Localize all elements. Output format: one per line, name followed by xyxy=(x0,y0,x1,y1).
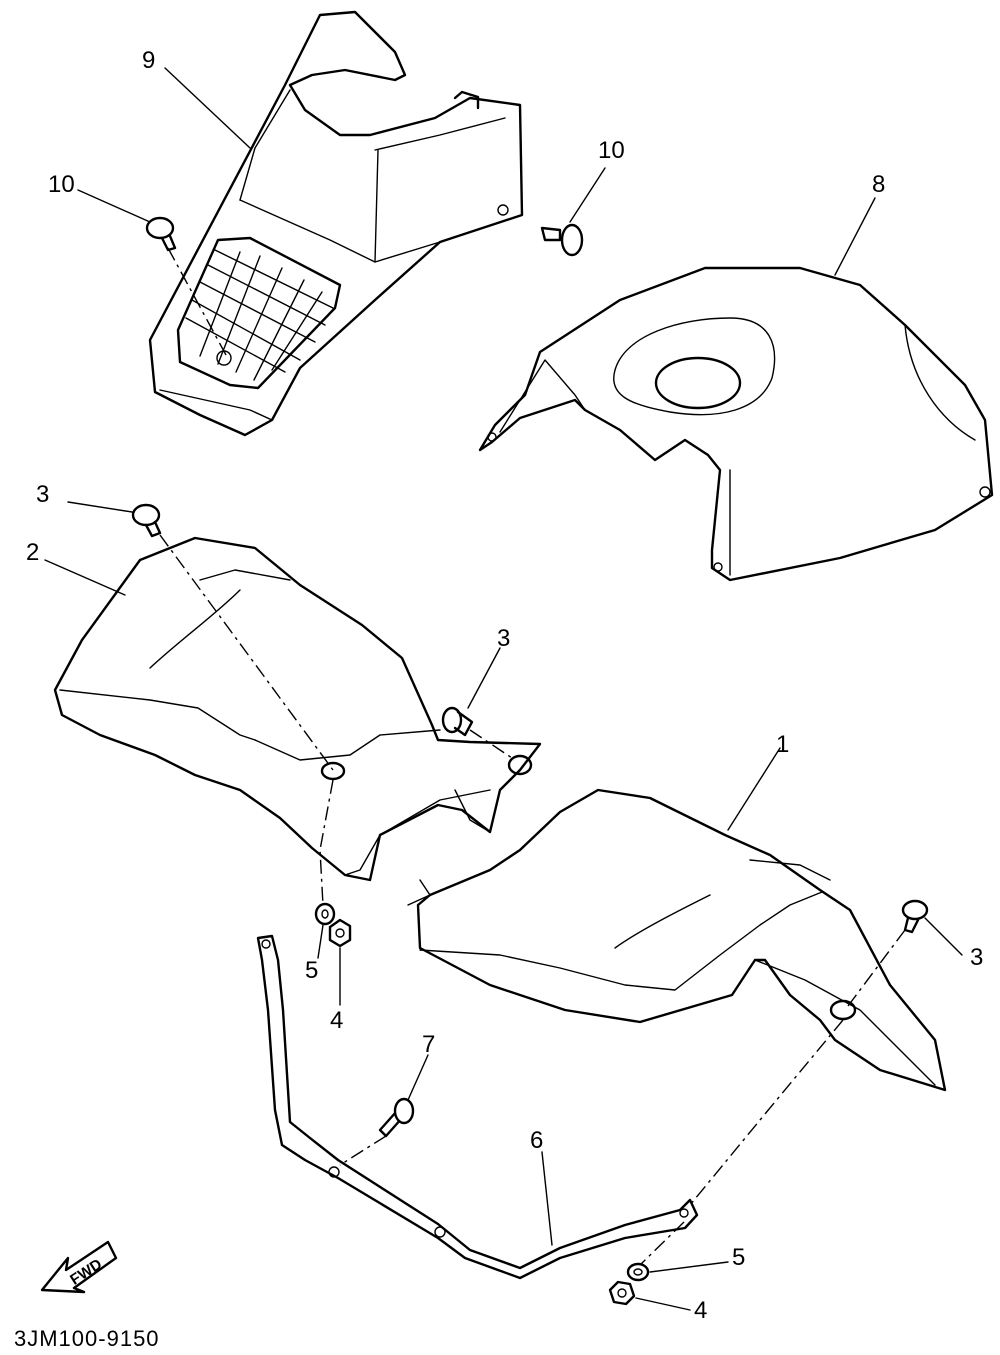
bolt-3-right xyxy=(901,899,929,934)
callout-6: 6 xyxy=(530,1127,543,1154)
callout-5-right: 5 xyxy=(732,1244,745,1271)
drawing-code: 3JM100-9150 xyxy=(14,1326,160,1351)
part-6-stay-bracket xyxy=(256,934,699,1280)
assembly-lines xyxy=(44,67,963,1311)
callout-8: 8 xyxy=(872,171,885,198)
nut-4-right xyxy=(608,1280,636,1306)
washer-5-left xyxy=(314,902,336,926)
callout-3-top-left: 3 xyxy=(36,481,49,508)
mesh-grill xyxy=(176,236,342,390)
part-9-headlight-cover xyxy=(148,10,524,437)
callout-7: 7 xyxy=(422,1031,435,1058)
callout-1: 1 xyxy=(776,731,789,758)
callouts: 9 10 10 8 3 2 3 1 3 5 4 7 6 5 4 xyxy=(26,47,983,1324)
callout-3-middle: 3 xyxy=(497,625,510,652)
callout-10-left: 10 xyxy=(48,171,75,198)
fwd-arrow-icon: FWD xyxy=(40,1240,118,1294)
callout-4-left: 4 xyxy=(330,1007,343,1034)
nut-4-left xyxy=(328,918,352,948)
bolt-7 xyxy=(378,1097,415,1138)
callout-4-right: 4 xyxy=(694,1297,707,1324)
bolt-10-right xyxy=(540,223,584,257)
washer-5-right xyxy=(626,1262,650,1282)
callout-5-left: 5 xyxy=(305,957,318,984)
callout-9: 9 xyxy=(142,47,155,74)
bolt-3-middle xyxy=(441,706,474,737)
callout-10-right: 10 xyxy=(598,137,625,164)
bolt-3-top-left xyxy=(131,503,162,538)
callout-3-right: 3 xyxy=(970,944,983,971)
part-1-rear-fender xyxy=(407,788,947,1092)
bolt-10-left xyxy=(145,216,177,252)
part-8-tank-cover xyxy=(478,266,994,582)
callout-2: 2 xyxy=(26,539,39,566)
part-2-front-fender xyxy=(53,536,542,882)
